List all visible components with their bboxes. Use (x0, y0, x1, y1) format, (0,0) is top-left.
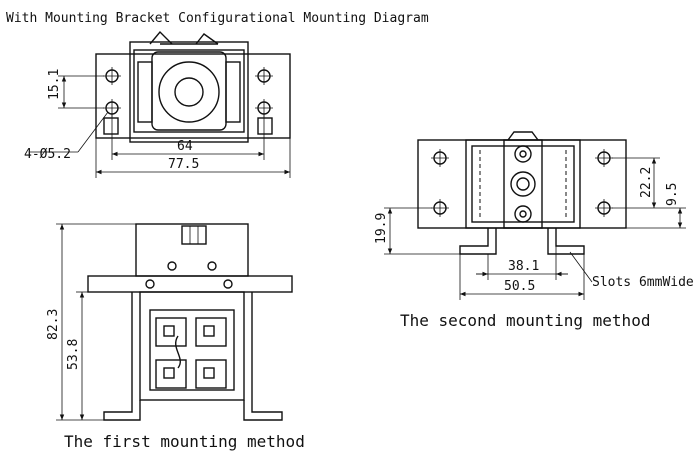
dim-body-height-label: 53.8 (66, 339, 81, 370)
top-view: 15.1 64 77.5 4-Ø5.2 (24, 30, 291, 178)
dim-inner-width-label: 38.1 (508, 259, 539, 274)
dim-hole-offset-label: 9.5 (665, 183, 680, 206)
dim-total-width-label: 77.5 (168, 157, 199, 172)
dim-hole-spacing-label: 64 (177, 139, 193, 154)
dim-total-height-label: 82.3 (46, 309, 61, 340)
second-method-caption: The second mounting method (400, 311, 650, 330)
second-method-view: 22.2 9.5 19.9 38.1 50.5 Slots 6mmWide Th… (374, 131, 694, 330)
dim-height-label: 15.1 (47, 69, 62, 100)
dim-bracket-height-label: 19.9 (374, 213, 389, 244)
diagram-title: With Mounting Bracket Configurational Mo… (6, 11, 429, 26)
first-method-caption: The first mounting method (64, 432, 305, 451)
dim-hole-vertical-label: 22.2 (639, 167, 654, 198)
first-method-view: 82.3 53.8 The first mounting method (46, 223, 305, 451)
dim-outer-width-label: 50.5 (504, 279, 535, 294)
slot-spec-label: Slots 6mmWide (592, 275, 694, 290)
hole-spec-label: 4-Ø5.2 (24, 147, 71, 162)
